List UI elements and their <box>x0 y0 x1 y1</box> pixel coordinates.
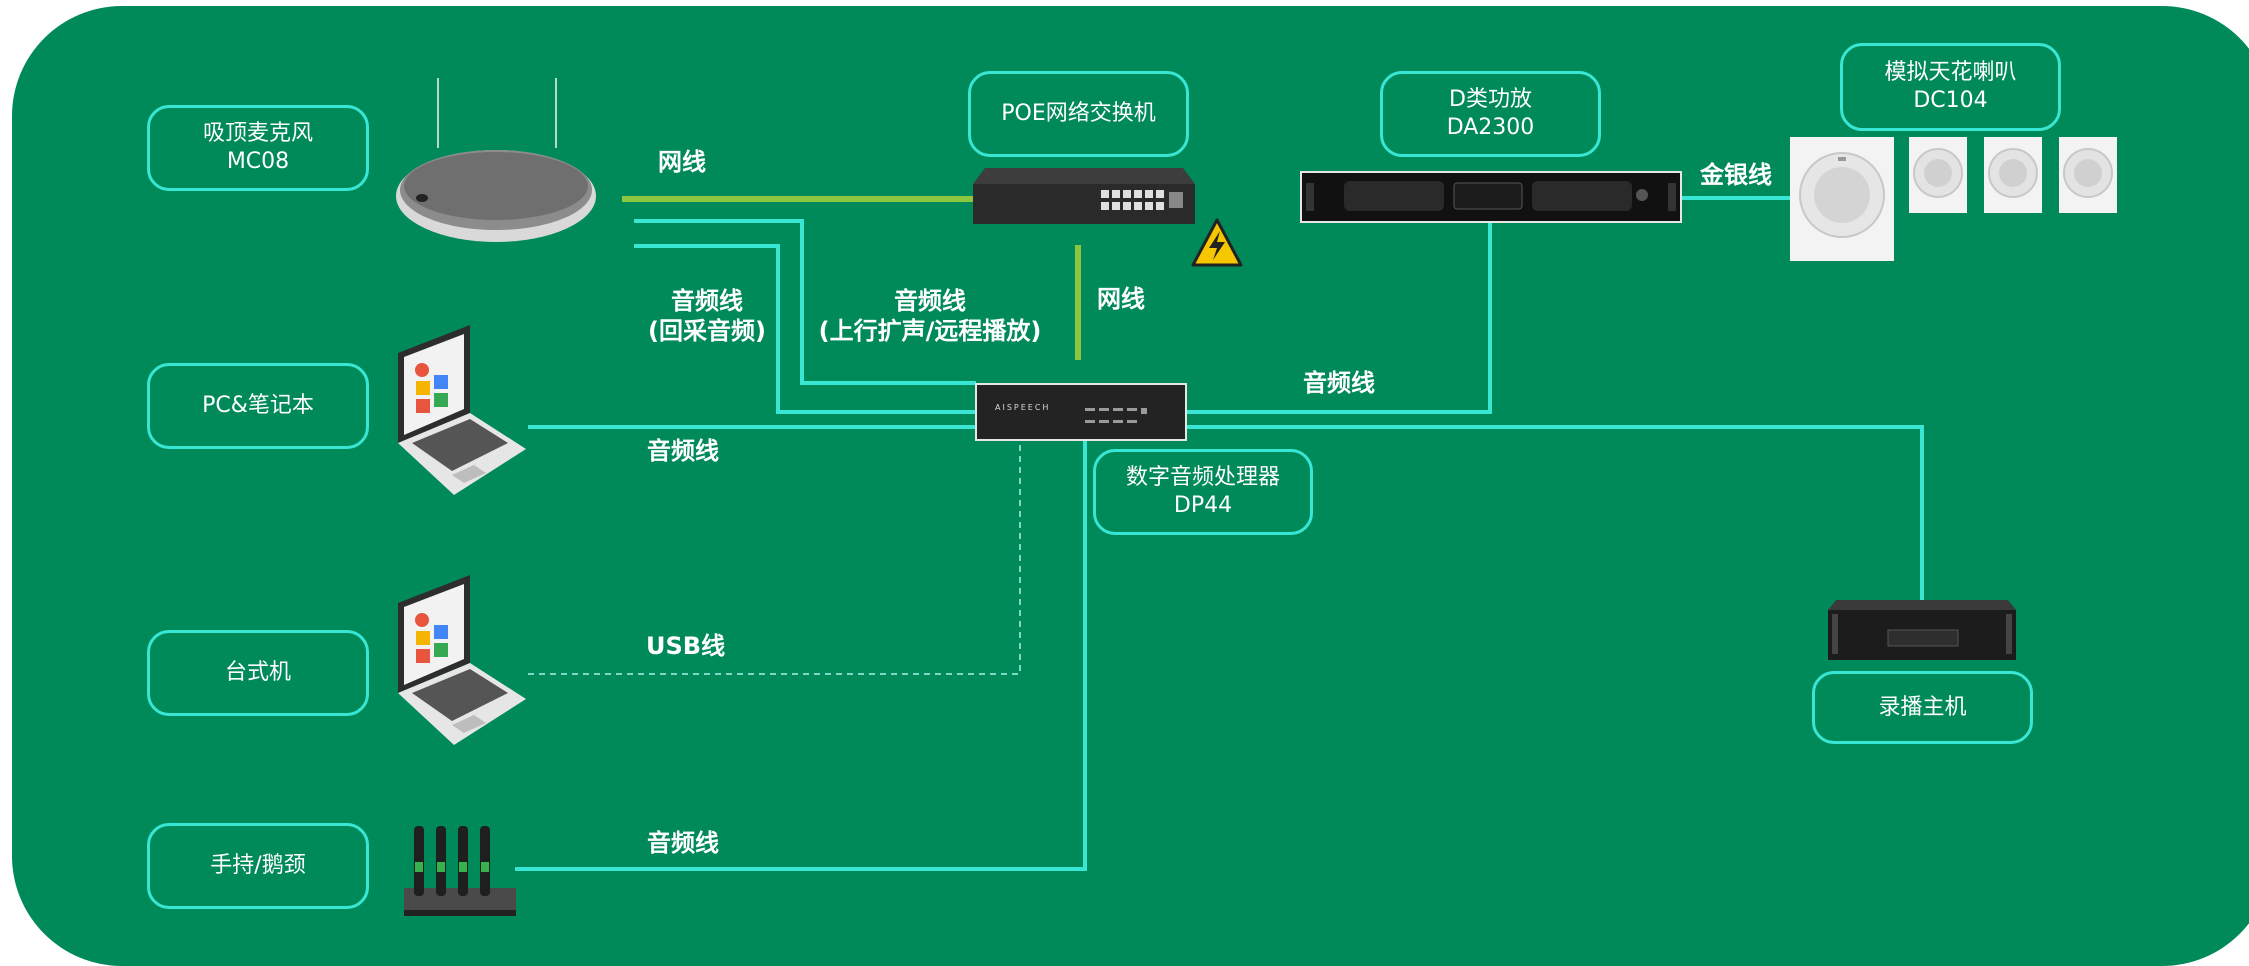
desktop-name: 台式机 <box>150 659 366 687</box>
wire-label-uplink: 音频线 (上行扩声/远程播放) <box>812 286 1048 346</box>
wire-label-uplink-line1: 音频线 <box>812 286 1048 316</box>
desktop-label-box: 台式机 <box>147 630 369 716</box>
handheld-label-box: 手持/鹅颈 <box>147 823 369 909</box>
wire-label-echo: 音频线 (回采音频) <box>646 286 768 346</box>
wire-label-net-dsp: 网线 <box>1097 284 1145 314</box>
dsp-name: 数字音频处理器 <box>1096 464 1310 492</box>
wire-label-amp-audio: 音频线 <box>1303 368 1375 398</box>
system-diagram: 吸顶麦克风 MC08 PC&笔记本 台式机 手持/鹅颈 POE网络交换机 D类功… <box>0 0 2249 940</box>
pc-laptop-image <box>390 325 530 500</box>
warning-triangle-icon <box>1191 217 1243 269</box>
ceiling-mic-image <box>392 78 602 248</box>
speaker-label-box: 模拟天花喇叭 DC104 <box>1840 43 2061 131</box>
ceiling-speaker-main-image <box>1790 137 1894 261</box>
wire-label-usb: USB线 <box>646 631 725 661</box>
ceiling-speaker-2-image <box>1909 137 1967 213</box>
wire-label-echo-line2: (回采音频) <box>646 316 768 346</box>
wire-label-gold-silver: 金银线 <box>1700 160 1772 190</box>
wire-label-handheld-audio: 音频线 <box>647 828 719 858</box>
amp-label-box: D类功放 DA2300 <box>1380 71 1601 157</box>
dsp-model: DP44 <box>1096 492 1310 520</box>
mic-label-box: 吸顶麦克风 MC08 <box>147 105 369 191</box>
mic-name: 吸顶麦克风 <box>150 120 366 148</box>
pc-name: PC&笔记本 <box>150 392 366 420</box>
recorder-name: 录播主机 <box>1815 694 2030 722</box>
ceiling-speaker-4-image <box>2059 137 2117 213</box>
wire-label-pc-audio: 音频线 <box>647 436 719 466</box>
dsp-brand: AISPEECH <box>995 403 1050 412</box>
poe-switch-image <box>973 168 1195 224</box>
mic-model: MC08 <box>150 148 366 176</box>
audio-line-handheld-dsp <box>515 440 1085 869</box>
dsp-processor-image: AISPEECH <box>975 383 1187 441</box>
amp-model: DA2300 <box>1383 114 1598 142</box>
amp-name: D类功放 <box>1383 86 1598 114</box>
handheld-mic-image <box>400 818 520 920</box>
recorder-host-image <box>1828 600 2016 660</box>
wire-label-uplink-line2: (上行扩声/远程播放) <box>812 316 1048 346</box>
poe-label-box: POE网络交换机 <box>968 71 1189 157</box>
recorder-label-box: 录播主机 <box>1812 671 2033 744</box>
usb-line-desktop-dsp <box>528 440 1020 674</box>
amplifier-image <box>1300 171 1682 223</box>
handheld-name: 手持/鹅颈 <box>150 852 366 880</box>
desktop-computer-image <box>390 575 530 750</box>
wire-label-echo-line1: 音频线 <box>646 286 768 316</box>
ceiling-speaker-3-image <box>1984 137 2042 213</box>
wire-label-net-mic: 网线 <box>658 147 706 177</box>
poe-name: POE网络交换机 <box>971 100 1186 128</box>
speaker-name: 模拟天花喇叭 <box>1843 59 2058 87</box>
pc-label-box: PC&笔记本 <box>147 363 369 449</box>
speaker-model: DC104 <box>1843 87 2058 115</box>
dsp-label-box: 数字音频处理器 DP44 <box>1093 449 1313 535</box>
